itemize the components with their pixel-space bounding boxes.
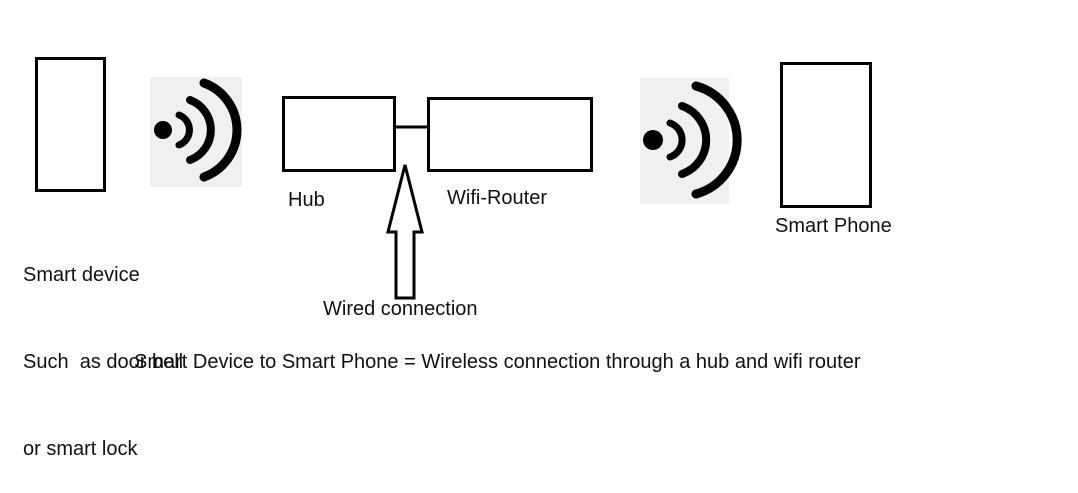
smart-device-label-line: Smart device [23, 264, 140, 286]
smart-device-box [35, 57, 106, 192]
wireless-signal-icon [150, 77, 242, 187]
signal-dot [643, 130, 663, 150]
hub-label: Hub [288, 189, 325, 211]
network-diagram [35, 57, 872, 300]
signal-wave-small [175, 111, 193, 149]
signal-wave-medium [186, 96, 215, 164]
smart-phone-box [780, 62, 872, 208]
wifi-router-label: Wifi-Router [447, 187, 548, 209]
wifi-router-box [427, 97, 593, 172]
wired-connection-label: Wired connection [323, 298, 478, 320]
smart-phone-label: Smart Phone [775, 215, 892, 237]
signal-wave-medium [678, 102, 711, 178]
signal-wave-large [199, 78, 242, 182]
wireless-signal-icon [640, 78, 742, 204]
diagram-caption: Smart Device to Smart Phone = Wireless c… [134, 351, 861, 373]
wired-connection-arrow [386, 164, 424, 300]
signal-dot [154, 121, 172, 139]
signal-wave-small [666, 119, 686, 161]
smart-device-label-line: or smart lock [23, 438, 138, 460]
smart-device-label-line: Such as door bell [23, 351, 184, 373]
smart-device-label: Smart device Such as door bell or smart … [23, 203, 183, 493]
hub-box [282, 96, 396, 172]
signal-wave-large [691, 81, 742, 199]
